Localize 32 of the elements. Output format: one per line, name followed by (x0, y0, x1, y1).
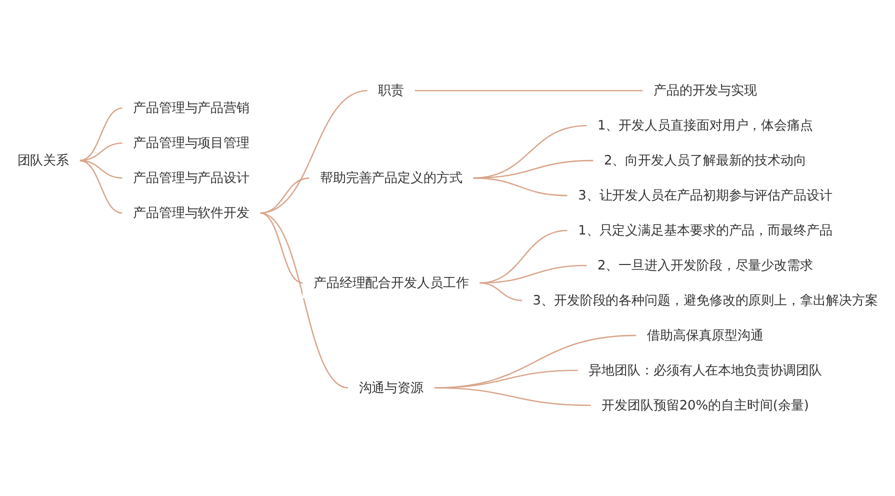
node-text: 产品的开发与实现 (653, 82, 758, 98)
node-text: 开发团队预留20%的自主时间(余量) (602, 397, 809, 413)
connector (479, 282, 522, 302)
node-text: 2、一旦进入开发阶段，尽量少改需求 (598, 258, 813, 274)
node-text: 1、只定义满足基本要求的产品，而最终产品 (578, 222, 832, 238)
node-text: 团队关系 (17, 152, 70, 168)
node-text: 帮助完善产品定义的方式 (320, 170, 462, 186)
connector (434, 370, 578, 389)
connector (79, 107, 123, 162)
node-text: 3、让开发人员在产品初期参与评估产品设计 (578, 188, 832, 204)
node-text: 3、开发阶段的各种问题，避免修改的原则上，拿出解决方案 (532, 292, 878, 308)
node-text: 借助高保真原型沟通 (646, 327, 764, 343)
connector (434, 387, 592, 406)
node-text: 职责 (378, 82, 404, 98)
connector (434, 334, 637, 389)
connector (79, 160, 123, 179)
node-text: 异地团队：必须有人在本地负责协调团队 (588, 362, 822, 378)
node-text: 2、向开发人员了解最新的技术动向 (604, 152, 806, 168)
connector (260, 90, 368, 214)
connector (79, 160, 123, 214)
connector (479, 230, 568, 284)
node-text: 产品管理与软件开发 (132, 205, 250, 221)
node-text: 产品管理与产品设计 (132, 170, 250, 186)
connector (414, 90, 644, 92)
connector (472, 177, 568, 196)
connector (260, 212, 349, 388)
node-text: 1、开发人员直接面对用户，体会痛点 (598, 118, 813, 134)
connector (260, 177, 310, 214)
node-text: 沟通与资源 (358, 380, 424, 396)
node-text: 产品管理与产品营销 (132, 100, 250, 116)
node-text: 产品经理配合开发人员工作 (313, 274, 469, 291)
node-text: 产品管理与项目管理 (132, 135, 250, 151)
